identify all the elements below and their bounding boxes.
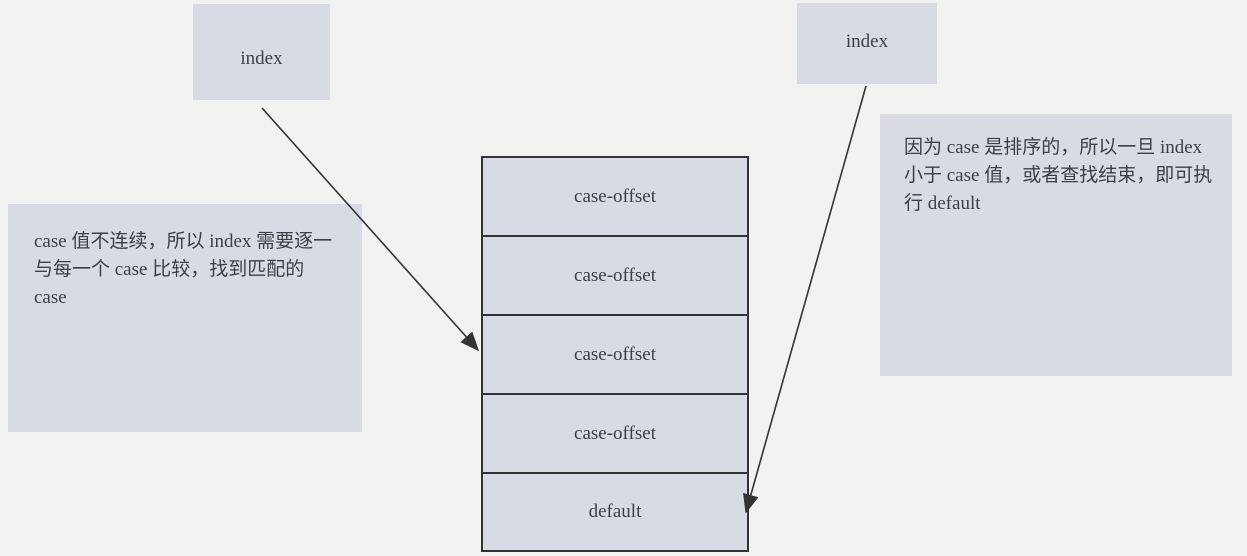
- note-left-text: case 值不连续，所以 index 需要逐一与每一个 case 比较，找到匹配…: [34, 231, 333, 308]
- arrow-right: [743, 85, 867, 514]
- note-right: 因为 case 是排序的，所以一旦 index 小于 case 值，或者查找结束…: [880, 114, 1232, 376]
- cell-label: case-offset: [574, 343, 656, 365]
- table-row: case-offset: [483, 395, 747, 474]
- note-left: case 值不连续，所以 index 需要逐一与每一个 case 比较，找到匹配…: [8, 204, 362, 432]
- index-box-right: index: [797, 3, 937, 84]
- table-row: case-offset: [483, 316, 747, 395]
- cell-label: case-offset: [574, 264, 656, 286]
- index-label: index: [240, 48, 283, 69]
- cell-label: case-offset: [574, 185, 656, 207]
- arrow-left: [261, 107, 480, 352]
- table-row: case-offset: [483, 158, 747, 237]
- table-row: case-offset: [483, 237, 747, 316]
- jump-table: case-offset case-offset case-offset case…: [481, 156, 749, 552]
- note-right-text: 因为 case 是排序的，所以一旦 index 小于 case 值，或者查找结束…: [904, 137, 1213, 214]
- index-label: index: [845, 31, 889, 52]
- index-box-left: index: [193, 4, 330, 100]
- table-row-default: default: [483, 474, 747, 550]
- cell-label: case-offset: [574, 422, 656, 444]
- cell-label: default: [588, 501, 642, 522]
